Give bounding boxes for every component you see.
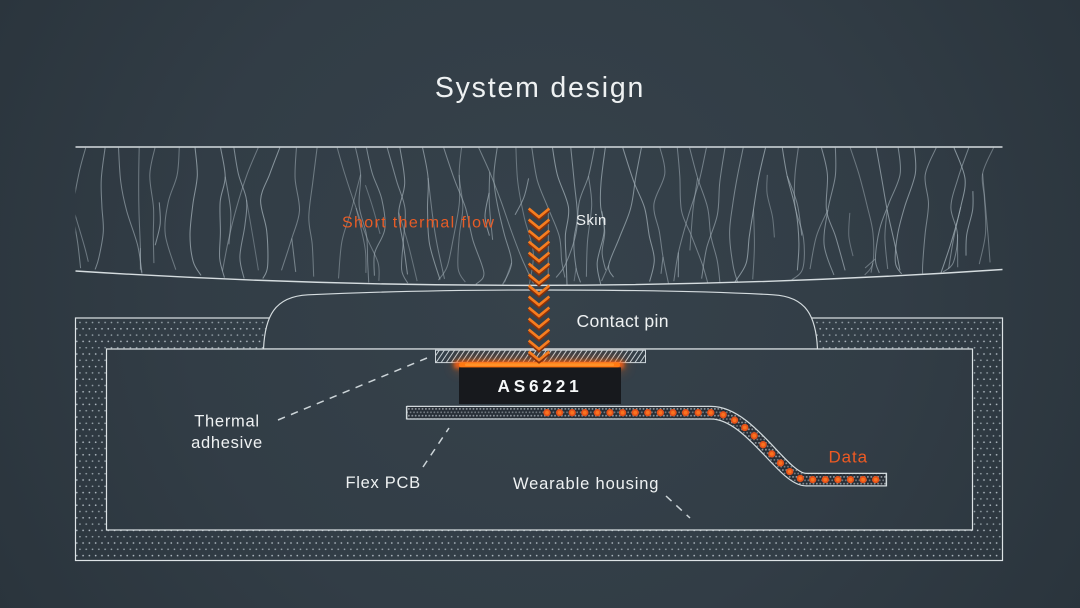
svg-text:Data: Data bbox=[829, 448, 869, 467]
svg-text:Short thermal flow: Short thermal flow bbox=[342, 215, 495, 232]
svg-text:Wearable housing: Wearable housing bbox=[513, 475, 659, 493]
svg-text:Skin: Skin bbox=[576, 212, 607, 229]
svg-text:adhesive: adhesive bbox=[191, 434, 263, 452]
svg-text:Contact pin: Contact pin bbox=[577, 311, 669, 331]
svg-text:AS6221: AS6221 bbox=[498, 376, 583, 396]
svg-text:Flex PCB: Flex PCB bbox=[346, 474, 421, 492]
svg-text:Thermal: Thermal bbox=[194, 413, 259, 431]
svg-text:System design: System design bbox=[435, 72, 645, 104]
